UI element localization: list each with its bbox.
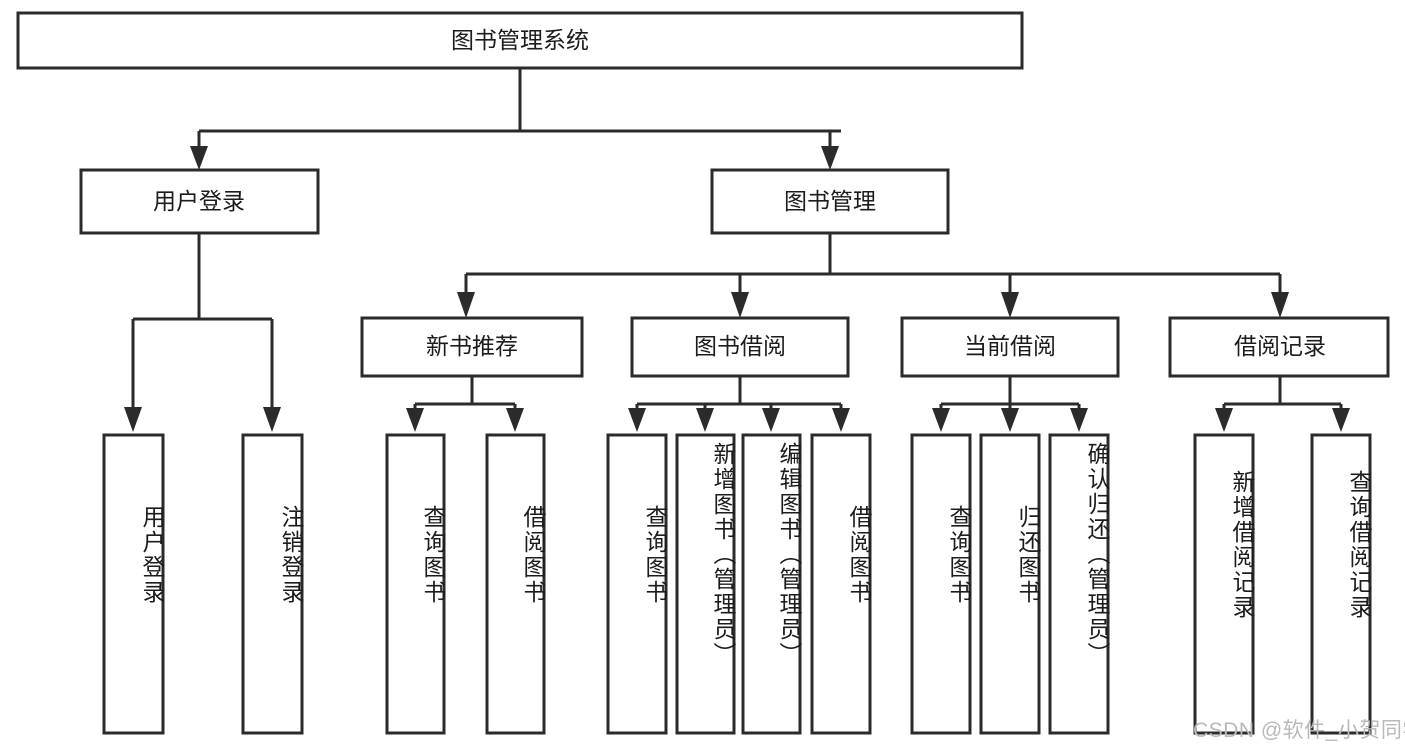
leaf-boxes-group: [102, 433, 1372, 735]
node-root-system-label: 图书管理系统: [451, 27, 589, 53]
csdn-watermark: CSDN @软件_小贺同学: [1193, 719, 1405, 742]
leaf-box-confirm-return-admin[interactable]: [1048, 433, 1110, 735]
leaf-box-add-book-admin[interactable]: [675, 433, 736, 735]
node-new-book-recommend-box[interactable]: [360, 316, 584, 378]
leaf-box-query-book-current[interactable]: [910, 433, 972, 735]
node-book-management[interactable]: 图书管理: [710, 168, 950, 235]
node-new-book-recommend[interactable]: 新书推荐: [360, 316, 584, 378]
leaf-box-logout[interactable]: [241, 433, 304, 735]
leaf-box-borrow-book-newbook[interactable]: [485, 433, 546, 735]
node-root-system[interactable]: 图书管理系统: [16, 11, 1024, 70]
node-book-management-label: 图书管理: [784, 188, 876, 214]
node-user-login-label: 用户登录: [153, 188, 245, 214]
leaf-box-return-book[interactable]: [979, 433, 1041, 735]
node-borrow-record-box[interactable]: [1168, 316, 1390, 378]
node-book-borrow-box[interactable]: [630, 316, 850, 378]
connector-userlogin-to-leaves: [124, 233, 281, 432]
leaf-box-borrow-book[interactable]: [810, 433, 872, 735]
connector-borrowrecord-to-leaves: [1215, 376, 1350, 432]
node-user-login[interactable]: 用户登录: [79, 168, 320, 235]
connector-newbook-to-leaves: [406, 376, 524, 432]
node-current-borrow-box[interactable]: [900, 316, 1120, 378]
node-current-borrow[interactable]: 当前借阅: [900, 316, 1120, 378]
leaf-box-user-login[interactable]: [102, 433, 165, 735]
connector-currentborrow-to-leaves: [932, 376, 1088, 432]
node-current-borrow-label: 当前借阅: [964, 333, 1056, 359]
leaf-box-add-borrow-record[interactable]: [1193, 433, 1255, 735]
node-book-management-box[interactable]: [710, 168, 950, 235]
leaf-box-query-book-newbook[interactable]: [385, 433, 446, 735]
leaf-box-edit-book-admin[interactable]: [741, 433, 802, 735]
connector-bookborrow-to-leaves: [628, 376, 850, 432]
connector-root-to-level2: [190, 68, 841, 170]
node-user-login-box[interactable]: [79, 168, 320, 235]
node-root-system-box[interactable]: [16, 11, 1024, 70]
leaf-box-query-borrow-record[interactable]: [1310, 433, 1372, 735]
node-book-borrow[interactable]: 图书借阅: [630, 316, 850, 378]
leaf-box-query-book-borrow[interactable]: [606, 433, 668, 735]
connector-bookmanage-to-level3: [457, 233, 1289, 318]
node-borrow-record[interactable]: 借阅记录: [1168, 316, 1390, 378]
node-new-book-recommend-label: 新书推荐: [426, 333, 518, 359]
node-borrow-record-label: 借阅记录: [1234, 333, 1326, 359]
node-book-borrow-label: 图书借阅: [694, 333, 786, 359]
